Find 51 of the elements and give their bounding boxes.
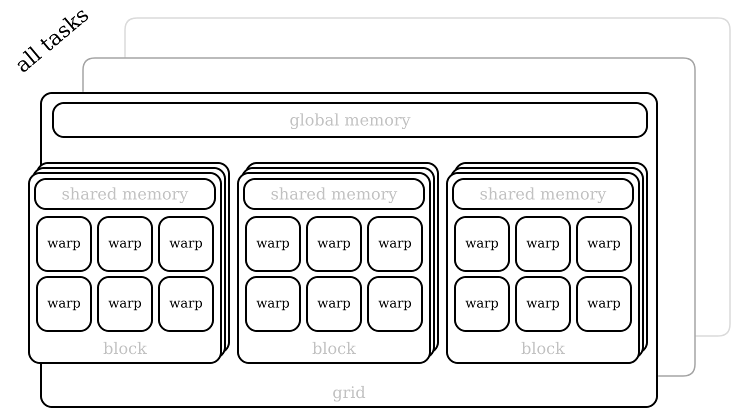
warp-label: warp	[255, 296, 291, 312]
mem-label: global memory	[288, 110, 412, 130]
warp-box	[454, 276, 510, 332]
warp-label: warp	[586, 296, 622, 312]
warp-box	[306, 276, 362, 332]
warp-box	[515, 276, 571, 332]
block-label: block	[520, 339, 566, 358]
warp-box	[576, 276, 632, 332]
warp-box	[515, 216, 571, 272]
warp-label: warp	[377, 236, 413, 252]
warp-label: warp	[525, 236, 561, 252]
warp-label: warp	[107, 236, 143, 252]
block-card	[28, 172, 222, 364]
warp-label: warp	[46, 296, 82, 312]
warp-label: warp	[316, 296, 352, 312]
warp-box	[245, 216, 301, 272]
warp-label: warp	[168, 236, 204, 252]
memory-bar	[243, 178, 425, 210]
warp-box	[97, 216, 153, 272]
warp-box	[36, 216, 92, 272]
mem-label: shared memory	[478, 184, 608, 204]
warp-box	[306, 216, 362, 272]
warp-label: warp	[586, 236, 622, 252]
mem-label: shared memory	[60, 184, 190, 204]
warp-label: warp	[255, 236, 291, 252]
warp-label: warp	[525, 296, 561, 312]
warp-box	[158, 216, 214, 272]
warp-label: warp	[168, 296, 204, 312]
warp-box	[36, 276, 92, 332]
warp-box	[245, 276, 301, 332]
mem-label: shared memory	[270, 184, 398, 204]
warp-label: warp	[464, 296, 500, 312]
grid-label: grid	[331, 383, 367, 402]
warp-box	[367, 216, 423, 272]
warp-label: warp	[377, 296, 413, 312]
block-card	[237, 172, 431, 364]
warp-label: warp	[46, 236, 82, 252]
warp-box	[367, 276, 423, 332]
warp-label: warp	[107, 296, 143, 312]
warp-label: warp	[316, 236, 352, 252]
block-label: block	[102, 339, 148, 358]
memory-bar	[52, 102, 648, 138]
warp-box	[454, 216, 510, 272]
warp-box	[158, 276, 214, 332]
warp-box	[576, 216, 632, 272]
warp-box	[97, 276, 153, 332]
memory-bar	[34, 178, 216, 210]
block-card	[446, 172, 640, 364]
memory-bar	[452, 178, 634, 210]
warp-label: warp	[464, 236, 500, 252]
block-label: block	[311, 339, 357, 358]
